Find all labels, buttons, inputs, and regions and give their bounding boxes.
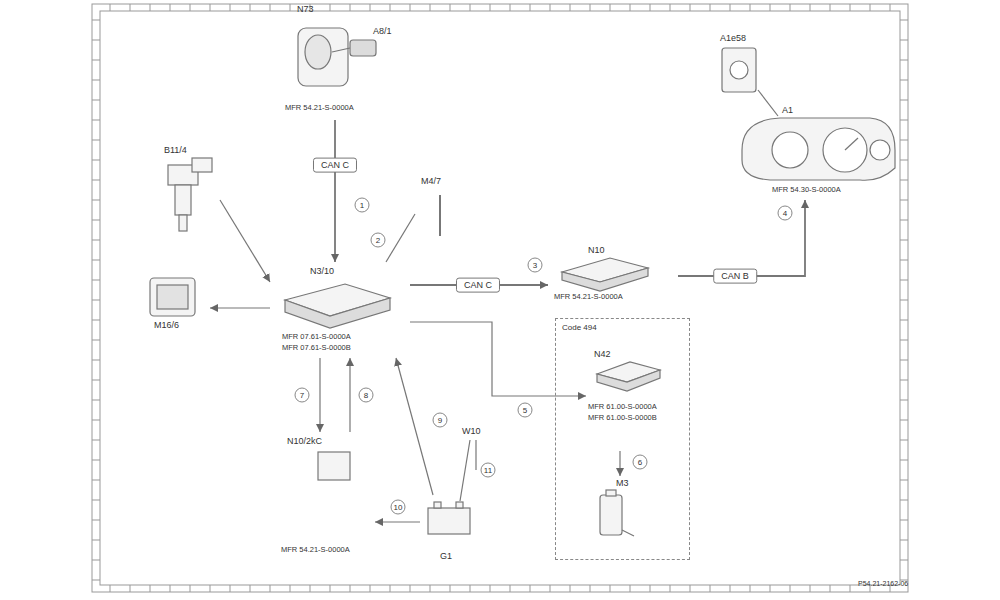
reference-text: MFR 54.30-S-0000A xyxy=(772,186,841,195)
option-group: Code 494N42MFR 61.00-S-0000A MFR 61.00-S-… xyxy=(555,318,690,560)
actuator-housing xyxy=(150,278,195,316)
lamp-symbol xyxy=(730,61,748,79)
sensor-tip xyxy=(179,215,187,231)
component: M3 xyxy=(586,476,646,551)
component: N42MFR 61.00-S-0000A MFR 61.00-S-0000B xyxy=(586,347,686,451)
battery-terminal xyxy=(434,502,441,508)
signal-connector xyxy=(386,214,415,262)
gauge xyxy=(772,132,808,168)
ground-lead xyxy=(475,440,476,470)
reference-text: MFR 07.61-S-0000B xyxy=(282,344,351,353)
component: G1 xyxy=(420,495,480,567)
gauge-needle xyxy=(845,138,858,150)
gauge xyxy=(823,128,867,172)
signal-connector xyxy=(678,200,805,276)
frame-ticks xyxy=(92,4,908,592)
component: N3/10MFR 07.61-S-0000A MFR 07.61-S-0000B xyxy=(270,262,410,358)
battery-terminal xyxy=(456,502,463,508)
callout-number: 2 xyxy=(371,233,386,248)
callout-number: 6 xyxy=(633,455,648,470)
signal-connector xyxy=(319,358,320,432)
motor xyxy=(600,495,622,535)
unit-side xyxy=(597,370,660,391)
reference-text: MFR 07.61-S-0000A xyxy=(282,333,351,342)
part-label: P54.21-2162-06 xyxy=(858,580,908,588)
part-label: G1 xyxy=(440,551,452,561)
reference-text: MFR 54.21-S-0000A xyxy=(554,293,623,302)
part-label: M3 xyxy=(616,478,629,488)
instrument-cluster xyxy=(742,118,895,180)
signal-connector xyxy=(619,451,620,476)
part-label: M16/6 xyxy=(154,320,179,330)
signal-connector xyxy=(220,200,270,282)
part-label: N42 xyxy=(594,349,611,359)
callout-number: 10 xyxy=(391,500,406,515)
component: N10/2kC MFR 54.21-S-0000A xyxy=(275,432,375,560)
key-blade xyxy=(332,48,350,52)
signal-connector xyxy=(396,358,433,495)
frame-inner xyxy=(100,11,900,585)
callout-number: 9 xyxy=(433,413,448,428)
leader-line xyxy=(758,90,778,116)
ignition-switch xyxy=(298,28,348,86)
signal-connector xyxy=(349,358,350,432)
part-label: A1 xyxy=(782,105,793,115)
part-label: A1e58 xyxy=(720,33,746,43)
part-label: N10 xyxy=(588,245,605,255)
gauge xyxy=(870,140,890,160)
reference-text: MFR 54.21-S-0000A xyxy=(285,104,354,113)
callout-number: 8 xyxy=(359,388,374,403)
part-label: N3/10 xyxy=(310,266,334,276)
switch-face xyxy=(305,35,331,69)
signal-connector xyxy=(334,120,336,262)
ground-lead xyxy=(460,440,470,501)
part-label: W10 xyxy=(462,426,481,436)
frame-outer xyxy=(92,4,908,592)
callout-number: 7 xyxy=(295,388,310,403)
relay xyxy=(318,452,350,480)
part-label: M4/7 xyxy=(421,176,441,186)
component: N10MFR 54.21-S-0000A xyxy=(548,245,678,310)
component: N73A8/1MFR 54.21-S-0000A xyxy=(265,4,415,120)
component: B11/4 xyxy=(150,145,220,245)
part-label: Code 494 xyxy=(562,323,597,332)
fan-symbol xyxy=(439,195,441,236)
sam-side xyxy=(562,268,648,291)
component: A1MFR 54.30-S-0000A xyxy=(730,104,905,200)
battery xyxy=(428,508,470,534)
part-label: N73 xyxy=(297,4,314,14)
motor-lead xyxy=(622,530,634,536)
signal-connector xyxy=(375,521,420,522)
sensor-thread xyxy=(175,185,191,215)
key-transmitter xyxy=(350,40,376,56)
actuator-cover xyxy=(157,285,188,309)
signal-connector xyxy=(210,307,270,308)
control-unit-side xyxy=(285,298,390,328)
callout-number: 11 xyxy=(481,463,496,478)
callout-number: 1 xyxy=(355,198,370,213)
callout-number: 3 xyxy=(528,258,543,273)
part-label: B11/4 xyxy=(164,145,187,155)
bus-label: CAN C xyxy=(313,158,357,173)
motor-plug xyxy=(606,490,616,496)
component: M4/7 xyxy=(415,172,460,242)
callout-number: 4 xyxy=(778,206,793,221)
warning-lamp xyxy=(722,48,756,92)
component: M16/6 xyxy=(140,268,210,338)
reference-text: MFR 61.00-S-0000B xyxy=(588,414,657,423)
sensor-plug xyxy=(192,158,212,172)
bus-label: CAN B xyxy=(713,269,757,284)
reference-text: MFR 61.00-S-0000A xyxy=(588,403,657,412)
signal-connector xyxy=(410,322,586,396)
callout-number: 5 xyxy=(518,403,533,418)
reference-text: A8/1 xyxy=(373,26,392,36)
bus-label: CAN C xyxy=(456,278,500,293)
part-label: N10/2kC xyxy=(287,436,322,446)
reference-text: MFR 54.21-S-0000A xyxy=(281,546,350,555)
